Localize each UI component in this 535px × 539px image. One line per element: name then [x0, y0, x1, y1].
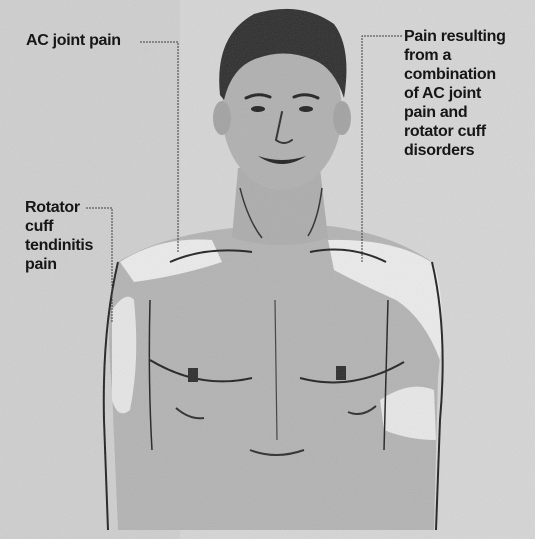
rotator-cuff-tendinitis-label: Rotator cuff tendinitis pain: [25, 198, 105, 274]
ac-joint-pain-label: AC joint pain: [26, 31, 121, 50]
combination-pain-label: Pain resulting from a combination of AC …: [404, 27, 529, 160]
